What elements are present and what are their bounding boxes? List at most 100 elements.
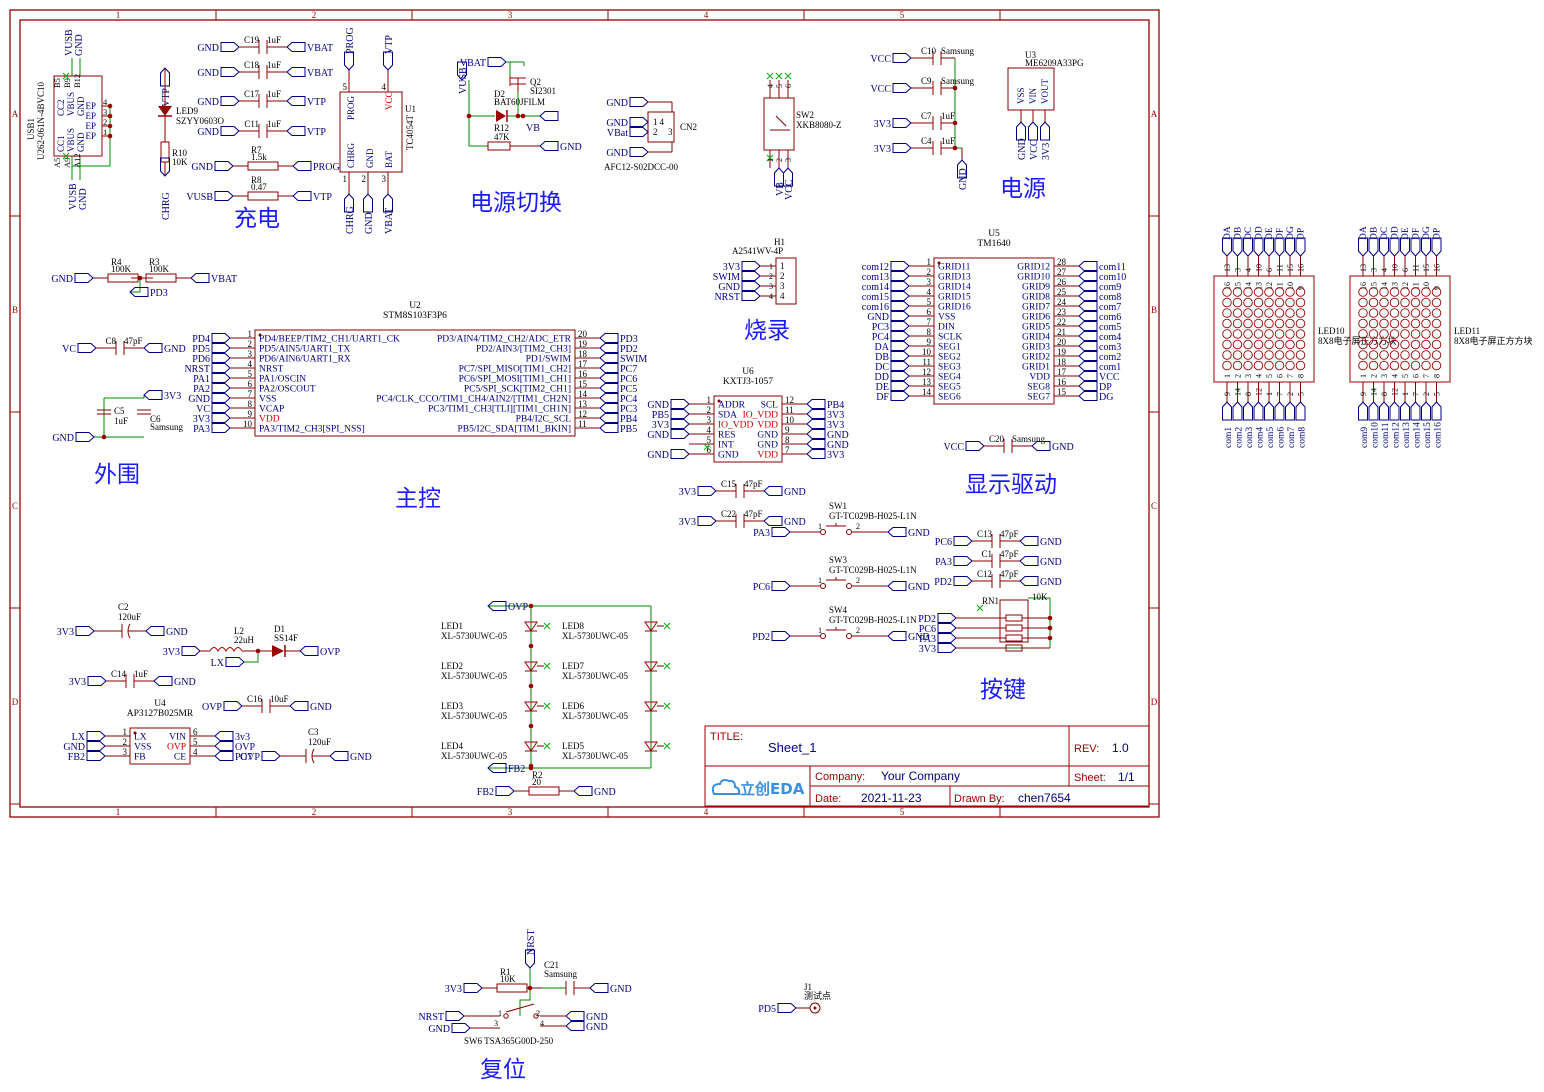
resnet-element <box>1005 634 1023 642</box>
label: DG <box>1422 226 1432 240</box>
net-flag <box>289 701 309 711</box>
net-flag <box>890 331 910 341</box>
matrix-dot <box>1389 318 1400 329</box>
net-flag <box>887 527 907 537</box>
label: GND <box>364 212 375 234</box>
res-value: 0.47 <box>251 182 267 192</box>
label: 4 <box>1391 374 1400 378</box>
matrix-dot <box>1389 308 1400 318</box>
pin-number: 9 <box>248 409 253 419</box>
pin-name: DIN <box>938 323 955 333</box>
label: com12 <box>1392 422 1402 448</box>
net-flag <box>190 273 210 283</box>
label: 14 <box>1380 282 1389 290</box>
label: R12 <box>494 123 509 133</box>
net-flag <box>1078 301 1098 311</box>
net-label: GND <box>174 677 196 688</box>
pin-name: PA2/OSCOUT <box>259 385 316 395</box>
net-flag <box>741 271 761 281</box>
net-label: com15 <box>862 292 889 303</box>
net-flag <box>890 321 910 331</box>
pin-name: PD1/SWIM <box>526 355 572 365</box>
cap-value: 1uF <box>267 89 281 99</box>
matrix-dot <box>1389 297 1400 308</box>
net-flag <box>214 191 234 201</box>
resistor-body <box>487 141 511 151</box>
resnet-body <box>999 599 1029 643</box>
pin-number: 22 <box>1057 317 1066 327</box>
pin-number: 16 <box>1057 377 1067 387</box>
label: 14 <box>1234 388 1243 396</box>
pin-name: LX <box>134 733 147 743</box>
no-connect-marker <box>663 742 671 750</box>
label: 13 <box>1255 282 1264 290</box>
cap-value: 1uF <box>267 60 281 70</box>
cap-value: 1uF <box>267 35 281 45</box>
matrix-dot <box>1222 329 1232 339</box>
label: Samsung <box>941 46 975 56</box>
pin-name: IO_VDD <box>718 421 753 431</box>
ic-ref: U4 <box>154 699 166 709</box>
label: 1 <box>1265 392 1274 396</box>
cap-ref: C19 <box>244 35 260 45</box>
pin-name: GRID4 <box>1022 333 1050 343</box>
label: CHRG <box>161 192 172 220</box>
label: DB <box>1370 227 1380 240</box>
net-label: VTP <box>307 127 326 138</box>
matrix-dot <box>1400 339 1410 350</box>
label: 1uF <box>941 111 955 121</box>
net-flag <box>892 118 912 128</box>
label: 1.0 <box>1112 741 1129 755</box>
col-label: 5 <box>900 10 905 20</box>
net-flag <box>75 432 95 442</box>
switch-contact <box>820 583 826 589</box>
pin-name: SEG3 <box>938 363 961 373</box>
matrix-dot <box>1431 297 1442 308</box>
led-symbol <box>524 661 538 672</box>
led-symbol <box>644 741 658 752</box>
label: 2 <box>769 272 773 281</box>
label: VTP <box>384 35 395 54</box>
ic-part: KXTJ3-1057 <box>723 377 773 387</box>
no-connect-marker <box>784 72 792 80</box>
label: LED3 <box>441 701 463 711</box>
matrix-dot <box>1222 297 1232 308</box>
pin-number: 10 <box>785 415 795 425</box>
pin1-dot <box>937 261 941 265</box>
switch-contact <box>846 633 852 639</box>
net-flag <box>890 281 910 291</box>
net-flag <box>1078 271 1098 281</box>
label: 4 <box>1244 268 1253 272</box>
net-flag <box>957 159 967 179</box>
led-symbol <box>524 701 538 712</box>
pin-number: 17 <box>578 359 588 369</box>
junction-dot <box>528 643 534 649</box>
net-label: GND <box>197 127 219 138</box>
net-flag <box>573 786 593 796</box>
wire <box>468 80 495 117</box>
switch-contact <box>846 583 852 589</box>
label: SI2301 <box>530 86 556 96</box>
led-symbol <box>644 621 658 632</box>
pin1-dot <box>717 399 721 403</box>
junction-dot <box>107 113 113 119</box>
label: 3 <box>494 1019 498 1028</box>
label: com10 <box>1371 422 1381 448</box>
col-label: 5 <box>900 807 905 817</box>
label: GND <box>76 132 86 152</box>
label: C5 <box>114 406 125 416</box>
matrix-body <box>1213 275 1315 383</box>
matrix-dot <box>1264 360 1274 371</box>
matrix-dot <box>1379 287 1389 297</box>
net-flag <box>160 157 170 177</box>
matrix-dot <box>1421 318 1431 329</box>
cap-value: 47pF <box>1000 529 1019 539</box>
cap-ref: C11 <box>244 119 259 129</box>
matrix-dot <box>1431 350 1442 360</box>
net-label: PD5 <box>758 1004 776 1015</box>
net-label: 3V3 <box>874 119 891 130</box>
